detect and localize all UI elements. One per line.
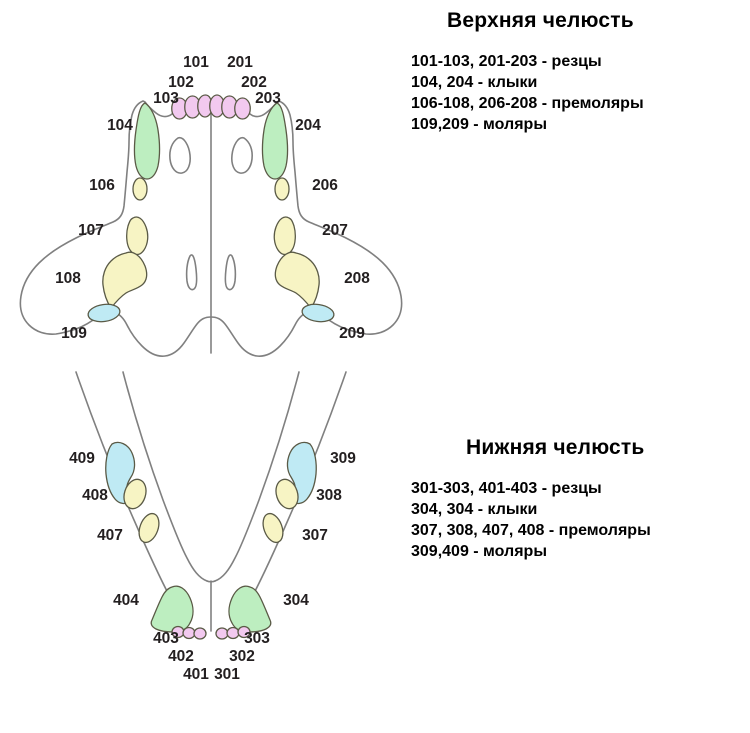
tooth-label-308: 308 bbox=[316, 487, 342, 504]
tooth-204[interactable] bbox=[261, 102, 289, 180]
palatine-fissure-right bbox=[231, 136, 253, 174]
tooth-101[interactable] bbox=[197, 94, 213, 118]
tooth-label-409: 409 bbox=[69, 450, 95, 467]
tooth-308[interactable] bbox=[272, 476, 301, 511]
tooth-label-404: 404 bbox=[113, 592, 139, 609]
palatine-fissure-left bbox=[169, 136, 191, 174]
legend-lower-title: Нижняя челюсть bbox=[466, 436, 645, 459]
tooth-label-402: 402 bbox=[168, 648, 194, 665]
legend-upper-title: Верхняя челюсть bbox=[447, 9, 634, 32]
palatine-foramen-right bbox=[224, 254, 237, 291]
legend_upper-line: 109,209 - моляры bbox=[411, 116, 547, 133]
tooth-label-108: 108 bbox=[55, 270, 81, 287]
tooth-label-102: 102 bbox=[168, 74, 194, 91]
tooth-208[interactable] bbox=[274, 251, 320, 309]
lower-jaw-labels: 409 309 408 308 407 307 404 304 403 303 402 302 401 3… bbox=[69, 450, 356, 683]
tooth-201[interactable] bbox=[209, 94, 225, 118]
legend_lower-line: 304, 304 - клыки bbox=[411, 501, 538, 518]
tooth-304[interactable] bbox=[228, 585, 272, 633]
tooth-209[interactable] bbox=[301, 302, 335, 323]
tooth-label-104: 104 bbox=[107, 117, 133, 134]
tooth-label-408: 408 bbox=[82, 487, 108, 504]
tooth-102[interactable] bbox=[184, 95, 201, 119]
tooth-302[interactable] bbox=[226, 626, 240, 640]
tooth-label-209: 209 bbox=[339, 325, 365, 342]
legend_lower-line: 309,409 - моляры bbox=[411, 543, 547, 560]
tooth-206[interactable] bbox=[274, 177, 290, 201]
tooth-label-301: 301 bbox=[214, 666, 240, 683]
tooth-307[interactable] bbox=[259, 511, 286, 545]
tooth-label-103: 103 bbox=[153, 90, 179, 107]
tooth-label-203: 203 bbox=[255, 90, 281, 107]
mandible-outer-left bbox=[75, 371, 171, 598]
tooth-label-407: 407 bbox=[97, 527, 123, 544]
legend-lower-lines: 301-303, 401-403 - резцы 304, 304 - клыки… bbox=[411, 478, 651, 562]
tooth-301[interactable] bbox=[215, 627, 229, 640]
tooth-104[interactable] bbox=[133, 102, 161, 180]
tooth-label-201: 201 bbox=[227, 54, 253, 71]
tooth-label-106: 106 bbox=[89, 177, 115, 194]
legend_lower-line: 307, 308, 407, 408 - премоляры bbox=[411, 522, 651, 539]
tooth-108[interactable] bbox=[102, 251, 148, 309]
upper-incisors bbox=[171, 94, 251, 120]
upper-jaw-labels: 101 201 102 202 103 203 104 204 106 206 107 207 108 2… bbox=[55, 54, 370, 342]
legend_lower-line: 301-303, 401-403 - резцы bbox=[411, 480, 602, 497]
tooth-408[interactable] bbox=[120, 476, 149, 511]
tooth-label-202: 202 bbox=[241, 74, 267, 91]
lower-incisors bbox=[171, 625, 251, 640]
tooth-107[interactable] bbox=[126, 216, 149, 256]
upper-jaw-group bbox=[19, 94, 403, 357]
legend_upper-line: 104, 204 - клыки bbox=[411, 74, 538, 91]
mandible-inner-left bbox=[122, 371, 208, 582]
tooth-label-302: 302 bbox=[229, 648, 255, 665]
tooth-label-403: 403 bbox=[153, 630, 179, 647]
mandible-inner-right bbox=[214, 371, 300, 582]
tooth-label-208: 208 bbox=[344, 270, 370, 287]
tooth-303[interactable] bbox=[237, 625, 251, 639]
tooth-103[interactable] bbox=[171, 97, 188, 120]
legend_upper-line: 106-108, 206-208 - премоляры bbox=[411, 95, 644, 112]
palatine-foramen-left bbox=[185, 254, 198, 291]
mandible-outer-right bbox=[251, 371, 347, 598]
tooth-202[interactable] bbox=[221, 95, 238, 119]
tooth-label-204: 204 bbox=[295, 117, 321, 134]
tooth-203[interactable] bbox=[234, 97, 251, 120]
legend-upper-lines: 101-103, 201-203 - резцы 104, 204 - клыки… bbox=[411, 51, 644, 135]
tooth-404[interactable] bbox=[150, 585, 194, 633]
tooth-label-303: 303 bbox=[244, 630, 270, 647]
tooth-label-401: 401 bbox=[183, 666, 209, 683]
tooth-label-206: 206 bbox=[312, 177, 338, 194]
tooth-label-309: 309 bbox=[330, 450, 356, 467]
tooth-407[interactable] bbox=[135, 511, 162, 545]
legend_upper-line: 101-103, 201-203 - резцы bbox=[411, 53, 602, 70]
tooth-106[interactable] bbox=[132, 177, 148, 201]
lower-jaw-group bbox=[75, 371, 347, 640]
tooth-label-101: 101 bbox=[183, 54, 209, 71]
tooth-207[interactable] bbox=[273, 216, 296, 256]
tooth-label-307: 307 bbox=[302, 527, 328, 544]
tooth-label-109: 109 bbox=[61, 325, 87, 342]
tooth-label-304: 304 bbox=[283, 592, 309, 609]
tooth-label-107: 107 bbox=[78, 222, 104, 239]
legend-upper-jaw: Верхняя челюсть 101-103, 201-203 - резцы… bbox=[411, 9, 644, 135]
tooth-109[interactable] bbox=[87, 302, 121, 323]
tooth-label-207: 207 bbox=[322, 222, 348, 239]
tooth-402[interactable] bbox=[182, 626, 196, 640]
tooth-401[interactable] bbox=[193, 627, 207, 640]
